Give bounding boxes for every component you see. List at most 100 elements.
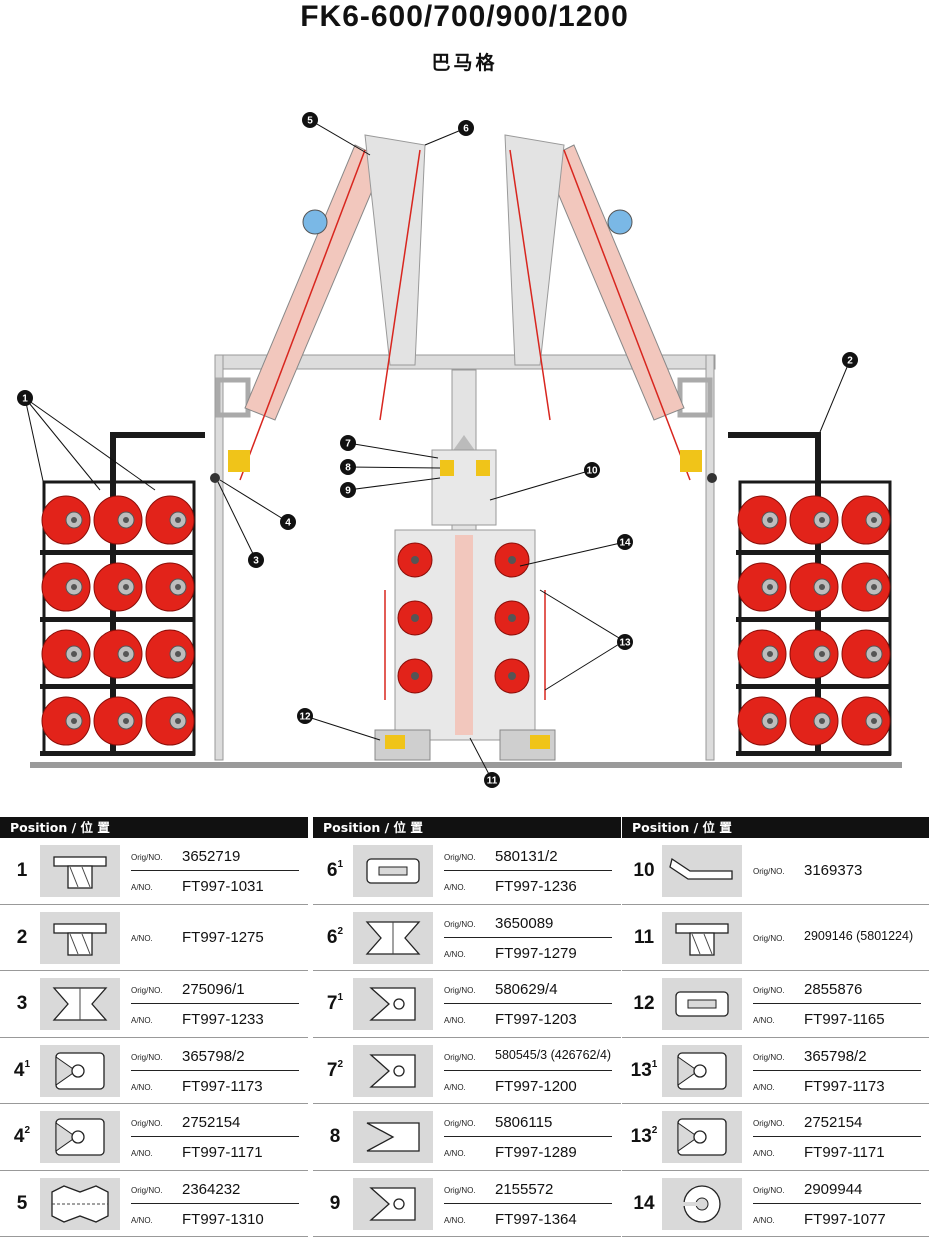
bobbin xyxy=(145,629,195,679)
roller-icon xyxy=(40,1177,120,1230)
orig-label: Orig/NO. xyxy=(131,1185,163,1195)
bobbin xyxy=(494,658,530,694)
callout-label: 8 xyxy=(345,463,351,474)
bobbin xyxy=(494,600,530,636)
divider xyxy=(444,1069,612,1071)
bobbin xyxy=(841,495,891,545)
divider xyxy=(131,1003,299,1004)
divider xyxy=(753,1069,921,1071)
callout-label: 4 xyxy=(285,518,291,529)
callout-label: 11 xyxy=(487,776,498,787)
ano-number: FT997-1279 xyxy=(495,944,577,962)
bobbin xyxy=(841,562,891,612)
column-header: Position / 位 置 xyxy=(622,817,929,838)
callout-marker: 10 xyxy=(584,462,600,478)
callout-marker: 4 xyxy=(280,514,296,530)
hook-guide-icon xyxy=(353,978,433,1030)
orig-number: 3169373 xyxy=(804,862,863,879)
orig-number: 580545/3 (426762/4) xyxy=(495,1047,612,1062)
left-arm xyxy=(239,134,426,481)
divider xyxy=(444,1136,612,1137)
orig-label: Orig/NO. xyxy=(753,986,785,995)
ano-number: FT997-1173 xyxy=(182,1077,263,1095)
right-creel xyxy=(728,432,892,756)
bobbin xyxy=(789,562,839,612)
position-number: 5 xyxy=(16,1192,28,1214)
orig-label: Orig/NO. xyxy=(131,853,163,862)
callout-label: 10 xyxy=(586,466,598,477)
bushing-icon xyxy=(662,911,742,964)
ano-label: A/NO. xyxy=(444,1016,466,1025)
callout-label: 5 xyxy=(307,116,313,127)
ano-label: A/NO. xyxy=(753,1082,775,1092)
orig-label: Orig/NO. xyxy=(753,867,785,876)
slot-guide-icon xyxy=(662,978,742,1030)
callout-label: 7 xyxy=(345,439,351,450)
orig-number: 2909944 xyxy=(804,1180,863,1198)
callout-marker: 6 xyxy=(458,120,474,136)
orig-label: Orig/NO. xyxy=(753,1119,785,1128)
callout-label: 13 xyxy=(619,638,631,649)
column-header: Position / 位 置 xyxy=(313,817,621,838)
callout-marker: 2 xyxy=(842,352,858,368)
position-number: 131 xyxy=(630,1058,658,1081)
orig-label: Orig/NO. xyxy=(131,986,163,995)
ano-number: FT997-1077 xyxy=(804,1210,886,1228)
ano-label: A/NO. xyxy=(131,1215,153,1225)
ano-number: FT997-1173 xyxy=(804,1077,885,1095)
ano-number: FT997-1165 xyxy=(804,1011,885,1028)
callout-marker: 3 xyxy=(248,552,264,568)
bobbin xyxy=(789,696,839,746)
orig-number: 580629/4 xyxy=(495,981,558,998)
position-number: 3 xyxy=(16,993,28,1014)
orig-number: 365798/2 xyxy=(182,1047,245,1065)
position-number: 61 xyxy=(326,859,344,881)
ano-label: A/NO. xyxy=(753,1016,775,1025)
bobbin xyxy=(789,495,839,545)
rod-guide-icon xyxy=(662,845,742,897)
orig-label: Orig/NO. xyxy=(444,1052,476,1062)
bushing-icon xyxy=(40,845,120,897)
bobbin xyxy=(737,495,787,545)
position-number: 2 xyxy=(16,926,28,948)
page-subtitle: 巴马格 xyxy=(431,52,498,74)
bobbin xyxy=(41,495,91,545)
callout-marker: 7 xyxy=(340,435,356,451)
ano-number: FT997-1171 xyxy=(182,1144,263,1161)
hook-guide-icon xyxy=(353,1177,433,1230)
position-number: 9 xyxy=(329,1192,341,1214)
eyelet-guide-icon xyxy=(662,1111,742,1163)
divider xyxy=(444,870,612,871)
ano-label: A/NO. xyxy=(444,1149,466,1158)
ano-label: A/NO. xyxy=(753,1215,775,1225)
ano-number: FT997-1171 xyxy=(804,1144,885,1161)
slot-guide-icon xyxy=(353,845,433,897)
position-number: 1 xyxy=(16,860,28,881)
callout-marker: 1 xyxy=(17,390,33,406)
orig-label: Orig/NO. xyxy=(753,933,785,943)
bobbin xyxy=(494,542,530,578)
eyelet-guide-icon xyxy=(40,1044,120,1097)
orig-label: Orig/NO. xyxy=(753,1052,785,1062)
divider xyxy=(444,1202,612,1204)
ano-number: FT997-1031 xyxy=(182,878,264,895)
callout-marker: 8 xyxy=(340,459,356,475)
position-number: 12 xyxy=(633,993,655,1014)
ano-number: FT997-1233 xyxy=(182,1011,264,1028)
position-number: 132 xyxy=(630,1125,658,1147)
callout-marker: 14 xyxy=(617,534,633,550)
bobbin xyxy=(737,629,787,679)
ano-number: FT997-1200 xyxy=(495,1077,577,1095)
bushing-icon xyxy=(40,911,120,964)
